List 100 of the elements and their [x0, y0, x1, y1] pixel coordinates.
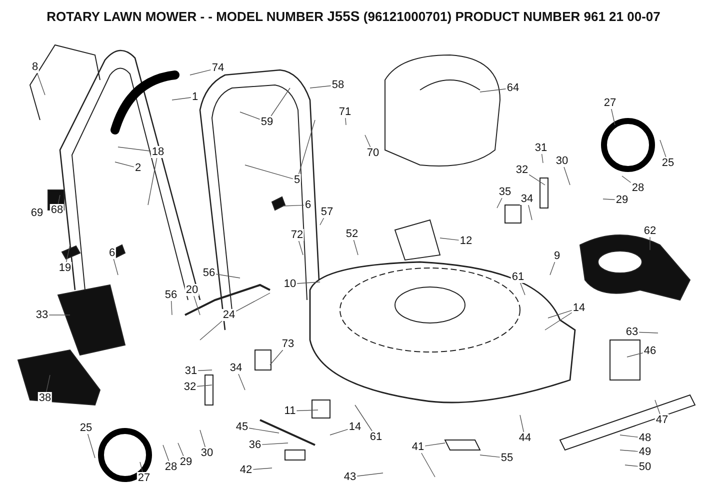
callout-number: 36 — [248, 439, 262, 451]
callout-number: 28 — [630, 182, 646, 194]
leader-line — [345, 118, 346, 126]
leader-line — [148, 158, 158, 206]
leader-line — [520, 414, 524, 432]
callout-number: 9 — [552, 250, 562, 262]
leader-line — [270, 350, 284, 366]
callout-number: 61 — [510, 271, 526, 283]
callout-number: 28 — [164, 461, 178, 473]
leader-line — [320, 218, 324, 226]
leader-line — [58, 194, 60, 204]
leader-line — [162, 444, 170, 462]
callout-number: 68 — [50, 204, 64, 216]
callout-number: 6 — [108, 247, 116, 259]
diagram-title: ROTARY LAWN MOWER - - MODEL NUMBER J55S (96121000701) PRODUCT NUMBER 961 21 00-07 — [46, 8, 662, 24]
callout-number: 45 — [234, 421, 250, 433]
callout-number: 42 — [238, 464, 254, 476]
leader-line — [622, 176, 632, 183]
callout-number: 6 — [304, 199, 312, 211]
callout-number: 55 — [500, 452, 514, 464]
leader-line — [626, 352, 644, 358]
callout-number: 20 — [184, 284, 200, 296]
callout-number: 24 — [222, 309, 236, 321]
leader-line — [282, 204, 304, 206]
callout-number: 10 — [282, 278, 298, 290]
callout-number: 58 — [330, 79, 346, 91]
leader-line — [248, 428, 280, 434]
leader-line — [544, 312, 572, 330]
leader-line — [238, 374, 246, 390]
leader-line — [354, 404, 372, 432]
callout-number: 30 — [200, 447, 214, 459]
callout-number: 56 — [202, 267, 216, 279]
callout-number: 34 — [520, 193, 534, 205]
callout-number: 32 — [514, 164, 530, 176]
leader-line — [620, 450, 638, 452]
callout-number: 52 — [344, 228, 360, 240]
leader-line — [528, 174, 546, 186]
callout-number: 29 — [614, 194, 630, 206]
callout-number: 49 — [638, 446, 652, 458]
callout-number: 29 — [178, 456, 194, 468]
callout-number: 8 — [30, 61, 40, 73]
callout-number: 25 — [660, 157, 676, 169]
callout-number: 34 — [228, 362, 244, 374]
callout-number: 31 — [184, 365, 198, 377]
leader-line — [87, 434, 96, 458]
leader-line — [190, 69, 212, 76]
callout-number: 1 — [190, 91, 200, 103]
leader-line — [364, 134, 371, 148]
leader-line — [638, 332, 658, 334]
leader-line — [602, 198, 616, 200]
leader-line — [654, 400, 660, 414]
callout-number: 33 — [34, 309, 50, 321]
leader-line — [424, 442, 446, 446]
leader-line — [200, 320, 222, 340]
leader-line — [296, 410, 318, 412]
callout-number: 56 — [164, 289, 178, 301]
callout-number: 57 — [320, 206, 334, 218]
callout-number: 59 — [260, 116, 274, 128]
callout-number: 73 — [280, 338, 296, 350]
leader-line — [330, 428, 348, 436]
leader-line — [198, 370, 212, 372]
callout-number: 14 — [348, 421, 362, 433]
callout-number: 41 — [410, 441, 426, 453]
leader-line — [114, 162, 134, 168]
leader-line — [262, 442, 288, 445]
leader-line — [353, 240, 358, 256]
callout-number: 48 — [638, 432, 652, 444]
callout-number: 5 — [292, 174, 302, 186]
leader-line — [660, 140, 666, 158]
leader-line — [48, 314, 70, 316]
leader-line — [118, 146, 152, 152]
leader-line — [216, 274, 240, 278]
leader-line — [252, 468, 272, 470]
callout-number: 72 — [290, 229, 304, 241]
leader-line — [200, 430, 206, 448]
leader-line — [528, 204, 532, 220]
leader-line — [140, 462, 143, 472]
leader-line — [548, 310, 572, 318]
callout-number: 27 — [602, 97, 618, 109]
leader-line — [440, 238, 460, 241]
callout-number: 11 — [283, 405, 297, 417]
callout-number: 46 — [642, 345, 658, 357]
leader-line — [550, 262, 556, 276]
leader-line — [172, 97, 192, 100]
callout-number: 19 — [58, 262, 72, 274]
leader-line — [298, 240, 304, 256]
leader-line — [564, 166, 570, 186]
callout-number: 63 — [624, 326, 640, 338]
callout-number: 32 — [182, 381, 198, 393]
callout-number: 43 — [342, 471, 358, 483]
callout-number: 25 — [78, 422, 94, 434]
leader-line — [270, 88, 290, 116]
leader-line — [66, 244, 70, 262]
leader-line — [356, 472, 384, 476]
leader-line — [236, 292, 270, 312]
leader-line — [46, 374, 50, 392]
callout-number: 64 — [506, 82, 520, 94]
callout-number: 35 — [498, 186, 512, 198]
callout-number: 30 — [554, 155, 570, 167]
callout-number: 44 — [518, 432, 532, 444]
